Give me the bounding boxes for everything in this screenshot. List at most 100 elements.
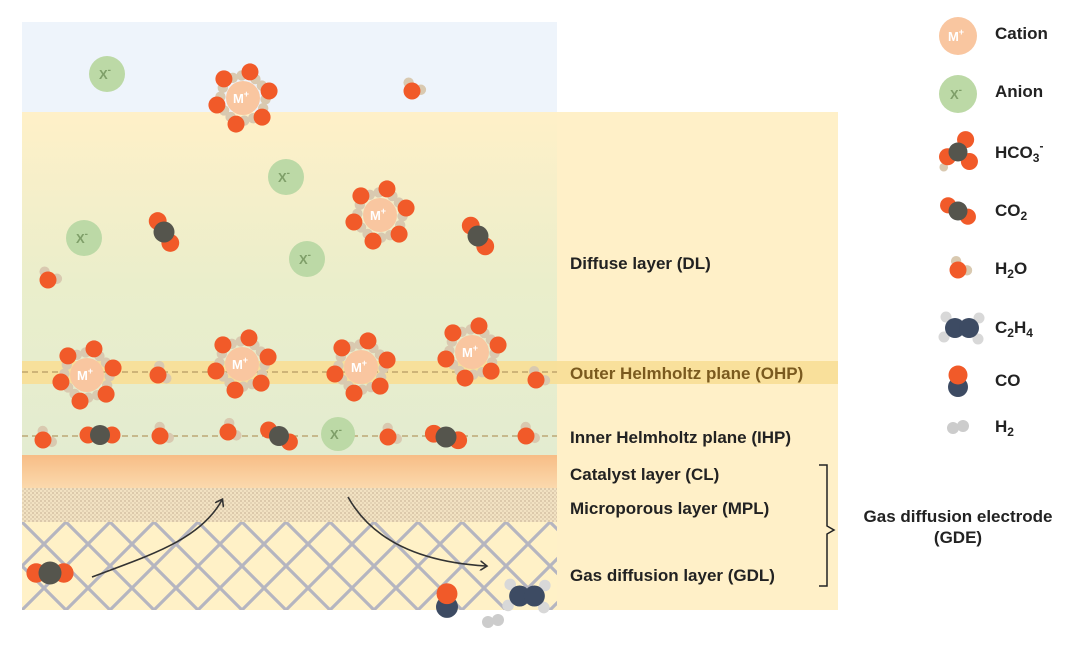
cation-charge: + bbox=[244, 89, 249, 99]
water-molecule bbox=[214, 336, 238, 360]
water-molecule bbox=[39, 266, 63, 289]
water-molecule bbox=[517, 421, 541, 445]
water-molecule bbox=[373, 180, 398, 202]
product-outflow-arrow bbox=[347, 496, 486, 566]
water-molecule bbox=[403, 77, 427, 100]
water-molecule bbox=[465, 317, 490, 339]
anion-charge: - bbox=[308, 250, 311, 261]
water-molecule bbox=[91, 379, 115, 403]
legend-anion-swatch: X- bbox=[939, 75, 977, 113]
label-gas-diffusion-layer: Gas diffusion layer (GDL) bbox=[570, 566, 775, 585]
water-molecule bbox=[454, 365, 479, 387]
co2-molecule bbox=[461, 216, 495, 256]
water-molecule bbox=[256, 80, 278, 105]
co2-inflow-arrow bbox=[91, 500, 222, 578]
co2-molecule bbox=[148, 212, 180, 252]
water-molecule bbox=[215, 70, 239, 94]
anion-charge: - bbox=[339, 425, 342, 436]
catalyst-layer bbox=[22, 455, 557, 488]
co2-molecule bbox=[940, 197, 976, 225]
bicarbonate-molecule bbox=[939, 131, 978, 172]
water-molecule bbox=[345, 208, 367, 233]
water-molecule bbox=[343, 380, 368, 402]
water-molecule bbox=[219, 417, 242, 441]
water-molecule bbox=[326, 360, 348, 385]
legend-cation-label: Cation bbox=[995, 24, 1048, 43]
water-molecule bbox=[476, 356, 500, 380]
microporous-layer bbox=[22, 488, 557, 522]
gde-bracket bbox=[819, 464, 836, 587]
label-catalyst-layer: Catalyst layer (CL) bbox=[570, 465, 719, 484]
cation-ion: M+ bbox=[345, 180, 415, 250]
co2-molecule bbox=[424, 424, 468, 450]
ethylene-molecule bbox=[938, 311, 985, 345]
water-molecule bbox=[384, 219, 408, 243]
ethylene-molecule bbox=[502, 578, 551, 614]
legend-hco3-label: HCO3- bbox=[995, 139, 1043, 165]
hydrogen-molecule bbox=[482, 614, 504, 628]
water-molecule bbox=[59, 347, 83, 371]
legend-c2h4-label: C2H4 bbox=[995, 318, 1033, 340]
water-molecule bbox=[255, 346, 277, 371]
legend-h2o-label: H2O bbox=[995, 259, 1027, 281]
cation-charge: + bbox=[381, 206, 386, 216]
water-molecule bbox=[34, 425, 58, 449]
cation-charge: + bbox=[473, 343, 478, 353]
water-molecule bbox=[69, 388, 94, 410]
water-molecule bbox=[224, 377, 249, 399]
legend-co-label: CO bbox=[995, 371, 1021, 390]
water-molecule bbox=[485, 334, 507, 359]
water-molecule bbox=[235, 329, 260, 351]
water-molecule bbox=[437, 345, 459, 370]
co2-molecule bbox=[79, 425, 121, 445]
water-molecule bbox=[151, 421, 175, 445]
co-molecule bbox=[436, 583, 458, 618]
gde-abbreviation: (GDE) bbox=[934, 528, 982, 547]
co2-molecule bbox=[260, 421, 298, 451]
cation-ion: M+ bbox=[52, 340, 122, 410]
water-molecule bbox=[333, 339, 357, 363]
water-molecule bbox=[208, 91, 230, 116]
water-molecule bbox=[100, 357, 122, 382]
legend-h2-label: H2 bbox=[995, 417, 1014, 439]
water-molecule bbox=[362, 228, 387, 250]
cation-ion: M+ bbox=[208, 63, 278, 133]
water-molecule bbox=[354, 332, 379, 354]
water-molecule bbox=[246, 368, 270, 392]
co-molecule bbox=[948, 365, 968, 397]
legend-co2-label: CO2 bbox=[995, 201, 1028, 223]
water-molecule bbox=[225, 111, 250, 133]
anion-ion: X- bbox=[66, 220, 102, 256]
water-molecule bbox=[379, 422, 403, 446]
water-molecule bbox=[52, 368, 74, 393]
cation-charge: + bbox=[243, 355, 248, 365]
legend: M+ X- bbox=[938, 17, 985, 434]
label-ihp: Inner Helmholtz plane (IHP) bbox=[570, 428, 791, 447]
molecules-layer: X-M+X-X-X-M+M+M+M+M+X- bbox=[26, 56, 551, 628]
water-molecule bbox=[374, 349, 396, 374]
anion-charge: - bbox=[108, 65, 111, 76]
legend-cation-swatch: M+ bbox=[939, 17, 977, 55]
gde-title: Gas diffusion electrode bbox=[864, 507, 1053, 526]
water-molecule bbox=[393, 197, 415, 222]
anion-charge: - bbox=[287, 168, 290, 179]
anion-ion: X- bbox=[289, 241, 325, 277]
label-microporous-layer: Microporous layer (MPL) bbox=[570, 499, 769, 518]
water-molecule bbox=[365, 371, 389, 395]
water-molecule bbox=[207, 357, 229, 382]
cation-charge: + bbox=[88, 366, 93, 376]
water-molecule bbox=[444, 324, 468, 348]
legend-anion-label: Anion bbox=[995, 82, 1043, 101]
water-molecule bbox=[149, 360, 172, 384]
label-ohp: Outer Helmholtz plane (OHP) bbox=[570, 364, 803, 383]
anion-ion: X- bbox=[89, 56, 125, 92]
water-molecule bbox=[352, 187, 376, 211]
anion-ion: X- bbox=[321, 417, 355, 451]
cation-ion: M+ bbox=[326, 332, 396, 402]
cation-ion: M+ bbox=[437, 317, 507, 387]
water-molecule bbox=[949, 255, 973, 279]
water-molecule bbox=[80, 340, 105, 362]
water-molecule bbox=[527, 365, 551, 389]
